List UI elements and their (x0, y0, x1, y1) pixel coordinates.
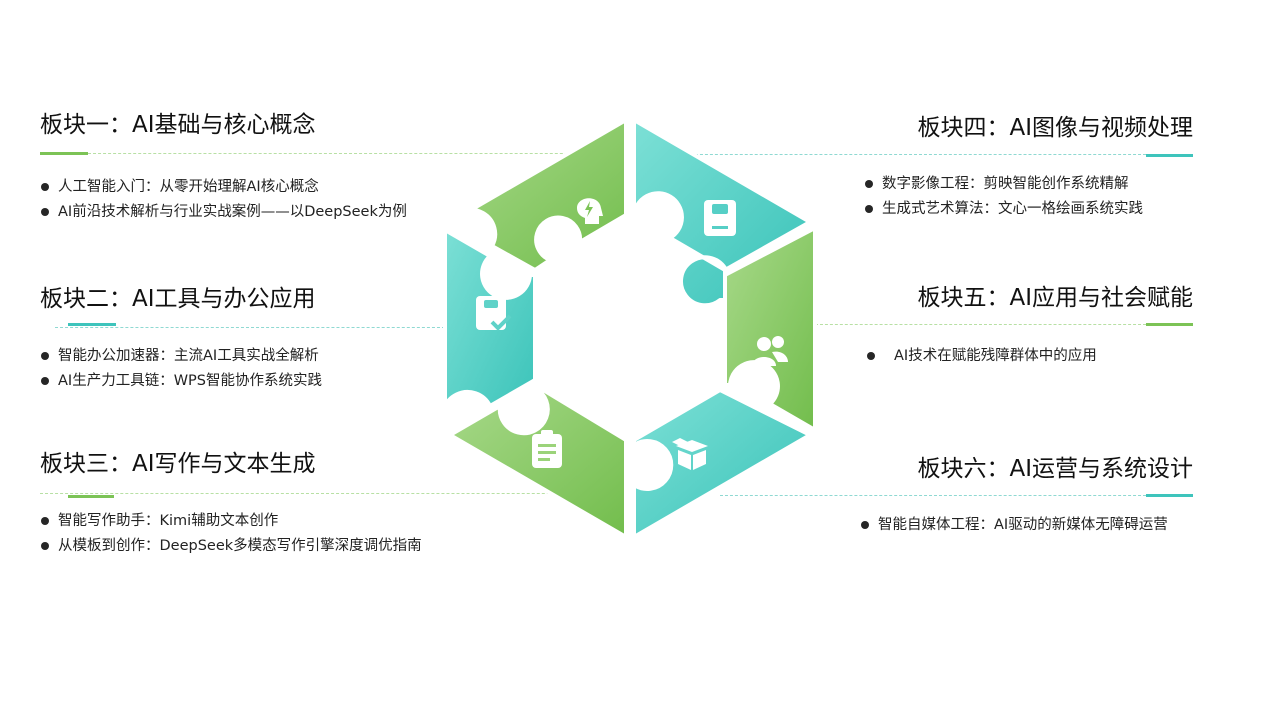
puzzle-piece-4 (632, 388, 812, 539)
section-5: 板块五：AI应用与社会赋能 (917, 283, 1193, 313)
divider (55, 327, 445, 328)
section-4: 板块四：AI图像与视频处理 (917, 113, 1193, 143)
section-title: 板块三：AI写作与文本生成 (40, 451, 316, 477)
section-5-list: AI技术在赋能残障群体中的应用 (866, 344, 1097, 369)
section-title: 板块一：AI基础与核心概念 (40, 112, 316, 138)
divider (88, 153, 608, 154)
accent-bar (1146, 494, 1193, 497)
divider (690, 154, 1146, 155)
section-title: 板块六：AI运营与系统设计 (917, 456, 1193, 482)
section-6-list: 智能自媒体工程：AI驱动的新媒体无障碍运营 (860, 513, 1168, 538)
section-4-list: 数字影像工程：剪映智能创作系统精解 生成式艺术算法：文心一格绘画系统实践 (864, 172, 1143, 222)
section-1-list: 人工智能入门：从零开始理解AI核心概念 AI前沿技术解析与行业实战案例——以De… (40, 175, 407, 225)
list-item: 人工智能入门：从零开始理解AI核心概念 (40, 175, 407, 200)
section-title: 板块二：AI工具与办公应用 (40, 286, 316, 312)
section-1: 板块一：AI基础与核心概念 (40, 110, 316, 140)
accent-bar (40, 152, 88, 155)
list-item: 智能自媒体工程：AI驱动的新媒体无障碍运营 (860, 513, 1168, 538)
list-item: 智能办公加速器：主流AI工具实战全解析 (40, 344, 322, 369)
divider (815, 324, 1146, 325)
section-title: 板块四：AI图像与视频处理 (917, 115, 1193, 141)
divider (720, 495, 1146, 496)
lightbulb-head-icon (577, 198, 603, 224)
puzzle-piece-1 (448, 118, 628, 272)
section-3: 板块三：AI写作与文本生成 (40, 449, 316, 479)
section-title: 板块五：AI应用与社会赋能 (917, 285, 1193, 311)
accent-bar (68, 323, 116, 326)
list-item: 生成式艺术算法：文心一格绘画系统实践 (864, 197, 1143, 222)
notepad-icon (532, 430, 562, 468)
section-2: 板块二：AI工具与办公应用 (40, 284, 316, 314)
users-icon (752, 336, 788, 366)
accent-bar (1146, 154, 1193, 157)
clipboard-icon (704, 200, 736, 236)
section-3-list: 智能写作助手：Kimi辅助文本创作 从模板到创作：DeepSeek多模态写作引擎… (40, 509, 422, 559)
list-item: AI技术在赋能残障群体中的应用 (866, 344, 1097, 369)
list-item: 智能写作助手：Kimi辅助文本创作 (40, 509, 422, 534)
puzzle-hexagon (440, 118, 817, 539)
list-item: 从模板到创作：DeepSeek多模态写作引擎深度调优指南 (40, 534, 422, 559)
list-item: 数字影像工程：剪映智能创作系统精解 (864, 172, 1143, 197)
box-icon (672, 438, 708, 470)
accent-bar (68, 495, 114, 498)
divider (40, 493, 600, 494)
section-2-list: 智能办公加速器：主流AI工具实战全解析 AI生产力工具链：WPS智能协作系统实践 (40, 344, 322, 394)
list-item: AI前沿技术解析与行业实战案例——以DeepSeek为例 (40, 200, 407, 225)
section-6: 板块六：AI运营与系统设计 (917, 454, 1193, 484)
checklist-icon (476, 296, 512, 331)
list-item: AI生产力工具链：WPS智能协作系统实践 (40, 369, 322, 394)
accent-bar (1146, 323, 1193, 326)
